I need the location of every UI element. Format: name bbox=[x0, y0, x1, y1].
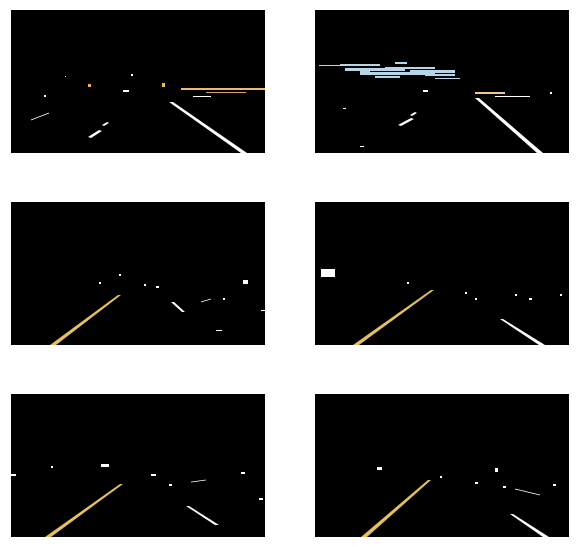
horizon-lights bbox=[181, 88, 265, 90]
road-image-panel-3 bbox=[11, 202, 265, 345]
roadside-sign bbox=[321, 269, 335, 277]
road-image-3 bbox=[11, 202, 265, 345]
road-image-panel-5 bbox=[11, 394, 265, 537]
road-image-panel-6 bbox=[315, 394, 569, 537]
left-lane-dash bbox=[398, 118, 414, 126]
left-yellow-lane bbox=[361, 480, 431, 537]
street-light bbox=[162, 83, 165, 87]
road-image-4 bbox=[315, 202, 569, 345]
left-yellow-lane bbox=[45, 484, 123, 537]
left-lane-dash bbox=[102, 122, 109, 126]
right-lane-line bbox=[186, 506, 219, 525]
left-lane-dash bbox=[410, 112, 417, 116]
horizon-lights bbox=[495, 96, 530, 97]
horizon-lights bbox=[475, 92, 505, 94]
road-image-panel-1 bbox=[11, 10, 265, 153]
road-image-panel-4 bbox=[315, 202, 569, 345]
road-image-5 bbox=[11, 394, 265, 537]
left-lane-dash bbox=[88, 130, 102, 138]
left-yellow-lane bbox=[353, 290, 434, 345]
horizon-lights bbox=[193, 96, 211, 97]
vehicle-light bbox=[123, 90, 129, 92]
road-image-2 bbox=[315, 10, 569, 153]
sky-noise bbox=[319, 62, 460, 79]
left-yellow-lane bbox=[50, 295, 121, 345]
road-image-1 bbox=[11, 10, 265, 153]
right-lane-segment bbox=[171, 302, 185, 312]
right-lane-line bbox=[500, 319, 545, 345]
horizon-lights bbox=[206, 92, 246, 93]
road-image-6 bbox=[315, 394, 569, 537]
right-lane-line bbox=[475, 98, 543, 153]
right-lane-line bbox=[510, 514, 549, 537]
right-lane-line bbox=[169, 102, 247, 153]
vehicle bbox=[101, 464, 109, 467]
road-image-panel-2 bbox=[315, 10, 569, 153]
tail-light bbox=[88, 84, 91, 87]
